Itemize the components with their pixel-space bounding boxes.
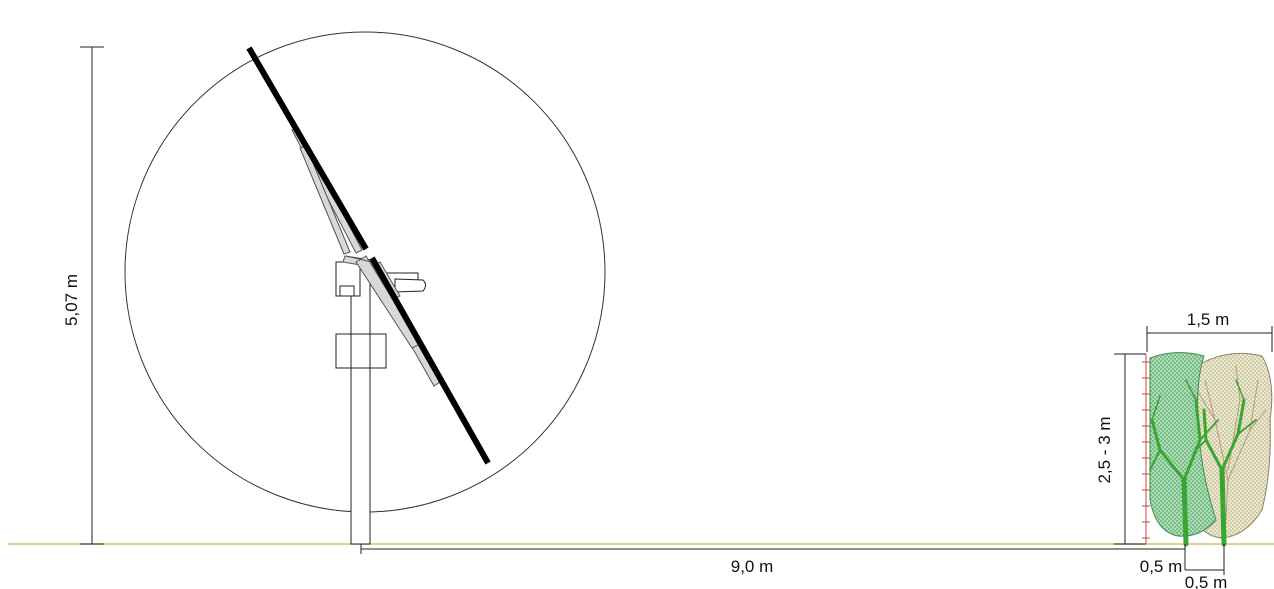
distance-dimension: 9,0 m [360,544,1185,576]
hedge-branches [1149,379,1257,547]
trunk-spacing-label: 0,5 m [1185,573,1228,589]
hedge-height-dimension: 2,5 - 3 m [1095,353,1146,545]
tracker-pole [350,261,371,545]
panel-height-label: 5,07 m [62,274,81,326]
solar-panel-lower [369,256,491,465]
panel-height-dimension: 5,07 m [62,46,104,545]
hedge [1142,352,1273,547]
control-box [335,333,387,369]
hedge-fence [1142,354,1150,544]
trunk-spacing-dimension: 0,5 m [1185,544,1228,589]
hedge-foliage-front [1149,352,1217,537]
solar-tracker [246,46,491,545]
solar-panel-upper [246,46,369,251]
fence-gap-label: 0,5 m [1140,557,1183,576]
hedge-width-label: 1,5 m [1187,310,1230,329]
hedge-height-label: 2,5 - 3 m [1095,416,1114,483]
fence-gap-dimension: 0,5 m [1140,544,1186,576]
distance-label: 9,0 m [731,557,774,576]
hedge-width-dimension: 1,5 m [1146,310,1273,352]
